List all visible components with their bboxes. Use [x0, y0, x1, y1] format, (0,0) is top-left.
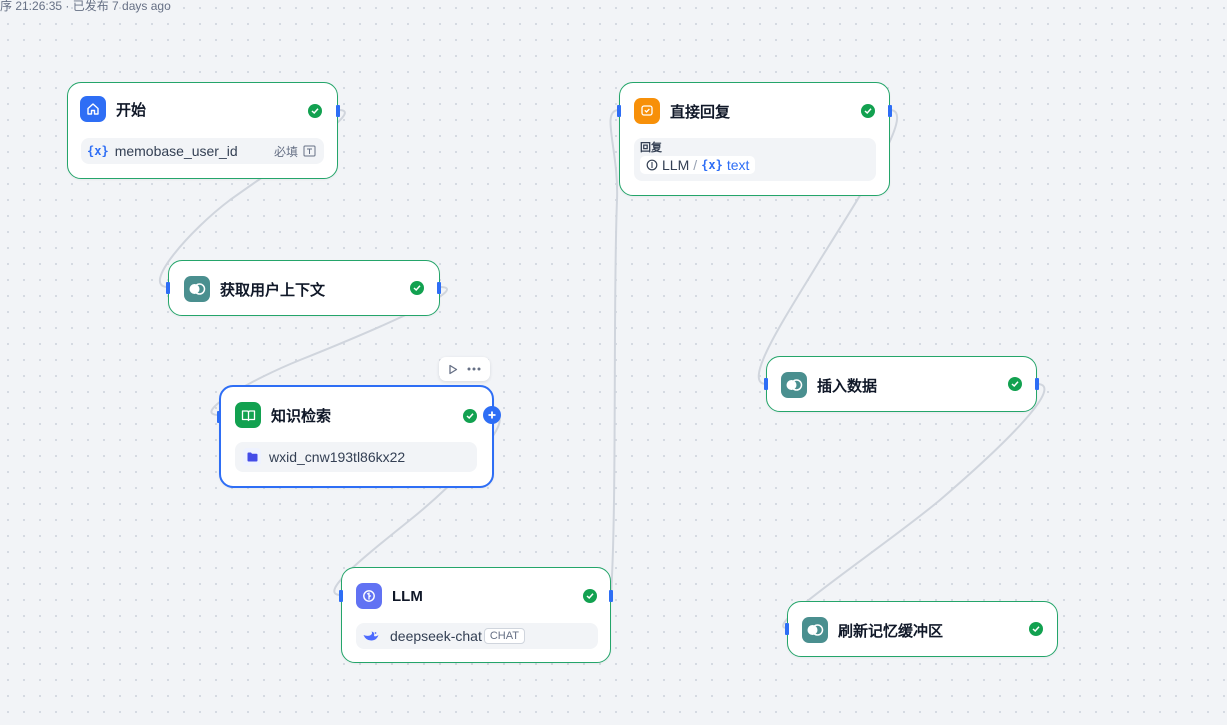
output-handle[interactable]: [336, 105, 340, 117]
success-check-icon: [861, 104, 875, 118]
node-header: 刷新记忆缓冲区: [802, 616, 943, 644]
node-header: 直接回复: [634, 97, 730, 125]
node-title: 获取用户上下文: [220, 281, 326, 299]
edge-start-to-context: [158, 109, 346, 288]
ref-separator: /: [693, 157, 698, 173]
node-title: 知识检索: [271, 407, 332, 425]
node-title: 刷新记忆缓冲区: [838, 622, 944, 640]
add-next-node-button[interactable]: [483, 406, 501, 424]
success-check-icon: [1008, 377, 1022, 391]
success-check-icon: [1029, 622, 1043, 636]
run-node-icon[interactable]: [448, 364, 458, 375]
input-handle[interactable]: [217, 411, 221, 423]
output-handle[interactable]: [609, 590, 613, 602]
node-insert-data[interactable]: 插入数据: [764, 356, 1039, 412]
node-header: 知识检索: [235, 401, 331, 429]
success-check-icon: [308, 104, 322, 118]
node-header: 获取用户上下文: [184, 275, 325, 303]
reply-variable-ref: LLM / {x} text: [640, 156, 756, 174]
output-handle[interactable]: [888, 105, 892, 117]
required-label: 必填: [273, 144, 298, 159]
llm-brain-icon: [356, 583, 382, 609]
input-handle[interactable]: [617, 105, 621, 117]
variable-name: memobase_user_id: [114, 143, 238, 159]
node-title: 直接回复: [670, 103, 731, 121]
success-check-icon: [463, 409, 477, 423]
more-options-icon[interactable]: [467, 367, 481, 371]
model-mode-badge: CHAT: [483, 628, 525, 644]
ref-variable: text: [726, 157, 750, 173]
dataset-row[interactable]: wxid_cnw193tl86kx22: [235, 442, 477, 472]
output-handle[interactable]: [1035, 378, 1039, 390]
home-icon: [80, 96, 106, 122]
book-icon: [235, 402, 261, 428]
memobase-icon: [184, 276, 210, 302]
input-handle[interactable]: [764, 378, 768, 390]
memobase-icon: [781, 372, 807, 398]
success-check-icon: [583, 589, 597, 603]
output-handle[interactable]: [437, 282, 441, 294]
node-flush-memory-buffer[interactable]: 刷新记忆缓冲区: [785, 601, 1058, 657]
edge-llm-to-reply: [609, 109, 620, 596]
reply-field-label: 回复: [640, 142, 662, 154]
node-llm[interactable]: LLM deepseek-chat CHAT: [339, 567, 613, 663]
dataset-name: wxid_cnw193tl86kx22: [269, 449, 406, 465]
reply-icon: [634, 98, 660, 124]
variable-icon: {x}: [701, 158, 723, 172]
input-handle[interactable]: [339, 590, 343, 602]
node-title: LLM: [392, 587, 423, 605]
edge-insert-to-flush: [782, 383, 1046, 629]
input-handle[interactable]: [166, 282, 170, 294]
model-name: deepseek-chat: [390, 628, 482, 644]
ref-source: LLM: [662, 157, 690, 173]
deepseek-whale-icon: [363, 631, 379, 641]
success-check-icon: [410, 281, 424, 295]
reply-content-box[interactable]: 回复 LLM / {x} text: [634, 138, 876, 181]
node-title: 开始: [116, 101, 147, 119]
node-get-user-context[interactable]: 获取用户上下文: [166, 260, 441, 316]
node-header: 插入数据: [781, 371, 877, 399]
publish-status: 序 21:26:35 · 已发布 7 days ago: [0, 0, 171, 13]
required-tag: 必填: [274, 143, 316, 160]
memobase-icon: [802, 617, 828, 643]
edge-context-to-knowledge: [210, 286, 448, 416]
folder-icon: [243, 448, 261, 466]
node-mini-toolbar: [439, 357, 490, 381]
node-start[interactable]: 开始 {x} memobase_user_id 必填: [67, 82, 340, 179]
node-direct-reply[interactable]: 直接回复 回复 LLM / {x} text: [617, 82, 892, 196]
text-input-icon: [303, 145, 316, 157]
node-header: LLM: [356, 582, 423, 610]
input-handle[interactable]: [785, 623, 789, 635]
variable-icon: {x}: [87, 144, 109, 158]
edge-reply-to-insert: [757, 109, 899, 385]
node-header: 开始: [80, 95, 146, 123]
node-knowledge-retrieval[interactable]: 知识检索 wxid_cnw193tl86kx22: [217, 385, 501, 488]
llm-brain-icon: [646, 159, 658, 171]
start-variable-row[interactable]: {x} memobase_user_id 必填: [81, 138, 324, 164]
node-title: 插入数据: [817, 377, 878, 395]
model-row[interactable]: deepseek-chat CHAT: [356, 623, 598, 649]
edge-knowledge-to-llm: [333, 414, 501, 596]
